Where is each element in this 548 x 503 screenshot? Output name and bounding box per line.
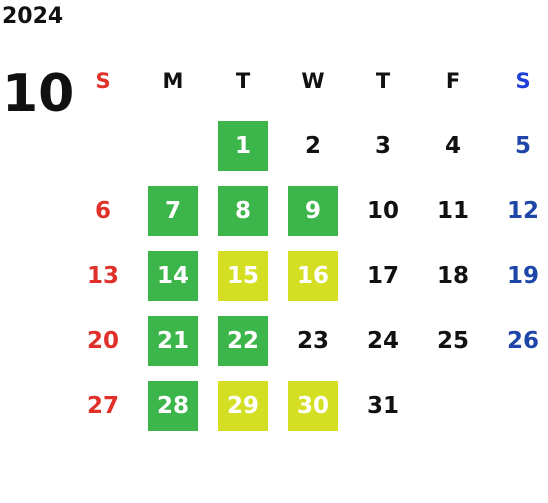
calendar-day-21[interactable]: 21: [138, 308, 208, 373]
calendar-day-11[interactable]: 11: [418, 178, 488, 243]
calendar-day-17[interactable]: 17: [348, 243, 418, 308]
calendar-day-14[interactable]: 14: [138, 243, 208, 308]
calendar-day-15[interactable]: 15: [208, 243, 278, 308]
weekday-header-wed: W: [301, 68, 325, 93]
day-number: 25: [436, 327, 469, 354]
calendar-day-8[interactable]: 8: [208, 178, 278, 243]
calendar-day-4[interactable]: 4: [418, 113, 488, 178]
calendar-day-12[interactable]: 12: [488, 178, 548, 243]
calendar-day-25[interactable]: 25: [418, 308, 488, 373]
day-number: 9: [288, 185, 338, 236]
calendar-day-27[interactable]: 27: [68, 373, 138, 438]
year-label: 2024: [2, 4, 64, 29]
calendar-day-29[interactable]: 29: [208, 373, 278, 438]
day-number: 26: [506, 327, 539, 354]
calendar-day-10[interactable]: 10: [348, 178, 418, 243]
weekday-header-tue: T: [235, 68, 251, 93]
calendar-day-3[interactable]: 3: [348, 113, 418, 178]
day-number: 17: [366, 262, 399, 289]
day-number: 8: [218, 185, 268, 236]
day-number: 4: [444, 132, 461, 159]
day-number: 31: [366, 392, 399, 419]
calendar-day-19[interactable]: 19: [488, 243, 548, 308]
calendar-day-23[interactable]: 23: [278, 308, 348, 373]
day-number: 21: [148, 315, 198, 366]
day-number: 24: [366, 327, 399, 354]
day-number: 1: [218, 120, 268, 171]
weekday-header-sun: S: [95, 68, 111, 93]
weekday-header-mon: M: [162, 68, 184, 93]
calendar-empty-cell: [68, 113, 138, 178]
calendar-day-26[interactable]: 26: [488, 308, 548, 373]
calendar-day-30[interactable]: 30: [278, 373, 348, 438]
day-number: 6: [94, 197, 111, 224]
calendar-empty-cell: [138, 113, 208, 178]
day-number: 20: [86, 327, 119, 354]
weekday-header-thu: T: [375, 68, 391, 93]
day-number: 12: [506, 197, 539, 224]
weekday-header-sat: S: [515, 68, 531, 93]
calendar-day-9[interactable]: 9: [278, 178, 348, 243]
day-number: 22: [218, 315, 268, 366]
day-number: 15: [218, 250, 268, 301]
calendar-day-28[interactable]: 28: [138, 373, 208, 438]
day-number: 5: [514, 132, 531, 159]
day-number: 13: [86, 262, 119, 289]
day-number: 2: [304, 132, 321, 159]
day-number: 11: [436, 197, 469, 224]
calendar-day-13[interactable]: 13: [68, 243, 138, 308]
day-number: 16: [288, 250, 338, 301]
day-number: 23: [296, 327, 329, 354]
calendar-day-24[interactable]: 24: [348, 308, 418, 373]
calendar-day-2[interactable]: 2: [278, 113, 348, 178]
day-number: 7: [148, 185, 198, 236]
day-number: 29: [218, 380, 268, 431]
day-number: 3: [374, 132, 391, 159]
day-number: 18: [436, 262, 469, 289]
calendar-day-20[interactable]: 20: [68, 308, 138, 373]
calendar-day-18[interactable]: 18: [418, 243, 488, 308]
calendar-day-1[interactable]: 1: [208, 113, 278, 178]
day-number: 27: [86, 392, 119, 419]
calendar-day-5[interactable]: 5: [488, 113, 548, 178]
day-number: 28: [148, 380, 198, 431]
calendar-day-22[interactable]: 22: [208, 308, 278, 373]
month-label: 10: [2, 64, 75, 124]
calendar-day-31[interactable]: 31: [348, 373, 418, 438]
day-number: 19: [506, 262, 539, 289]
calendar-day-16[interactable]: 16: [278, 243, 348, 308]
calendar-day-7[interactable]: 7: [138, 178, 208, 243]
calendar-day-6[interactable]: 6: [68, 178, 138, 243]
day-number: 10: [366, 197, 399, 224]
weekday-header-fri: F: [445, 68, 461, 93]
day-number: 30: [288, 380, 338, 431]
day-number: 14: [148, 250, 198, 301]
